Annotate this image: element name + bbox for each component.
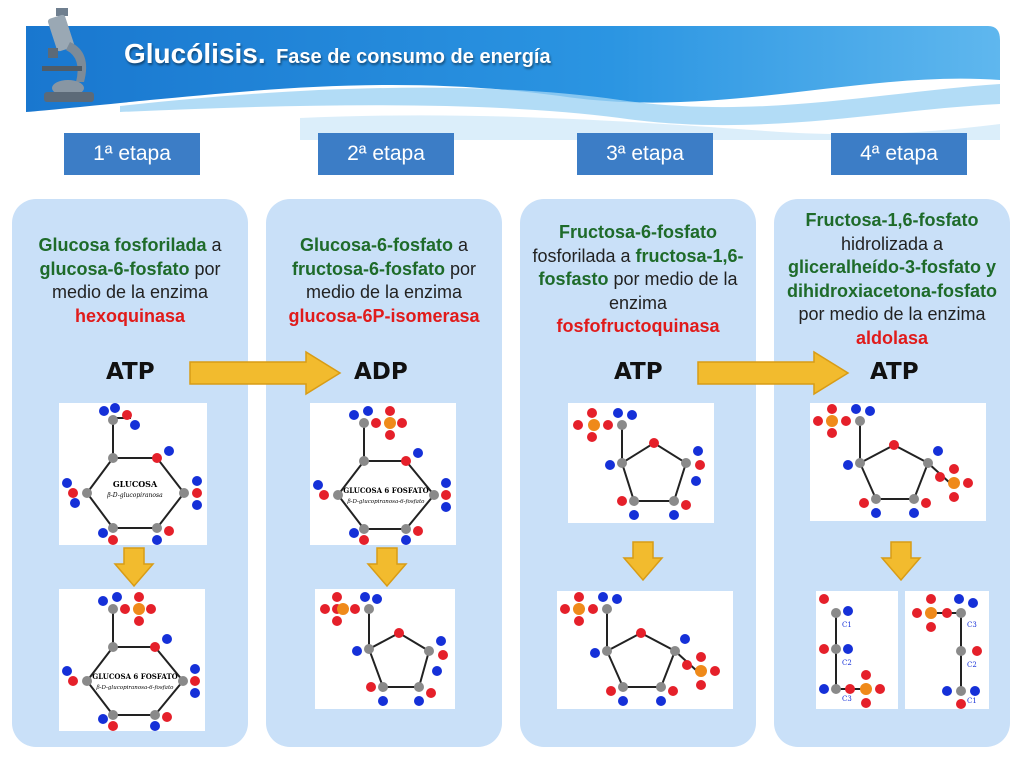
stage-label-1: 1ª etapa	[64, 133, 200, 175]
compound-name: fructosa-6-fosfato	[291, 258, 445, 279]
header-banner	[26, 26, 1000, 140]
compound-name: Glucosa fosforilada	[38, 235, 207, 255]
molecule-name: GLUCOSA 6 FOSFATO	[343, 486, 429, 495]
molecule-atoms	[62, 403, 202, 545]
molecule-gliceraldehido-3-fosfato: C1 C2 C3	[816, 591, 898, 709]
stage-label-2: 2ª etapa	[318, 133, 454, 175]
description-text: por medio de la enzima	[608, 269, 738, 313]
arrow-down-1	[113, 547, 155, 588]
title-main: Glucólisis.	[124, 38, 266, 69]
carbon-label: C1	[967, 697, 977, 705]
stage-label-3: 3ª etapa	[577, 133, 713, 175]
description-text: por medio de la enzima	[51, 258, 221, 303]
molecule-glucose: GLUCOSA β-D-glucopiranosa	[59, 403, 207, 545]
compound-name: Fructosa-6-fosfato	[558, 222, 717, 242]
arrow-down-2	[366, 547, 408, 588]
carbon-label: C2	[842, 659, 852, 667]
description-text: fosforilada a	[532, 245, 636, 266]
molecule-subname: β-D-glucopiranosa	[106, 492, 163, 499]
energy-label: ATP	[106, 359, 155, 385]
description-text: a	[453, 235, 469, 255]
description-text: a	[206, 235, 222, 255]
compound-name: fructosa-1,6-fosfasto	[538, 245, 744, 290]
energy-label: ADP	[354, 359, 408, 385]
molecule-fructose-6-phosphate	[568, 403, 714, 523]
panel-description: Glucosa fosforilada a glucosa-6-fosfato …	[22, 234, 238, 328]
carbon-label: C2	[967, 661, 977, 669]
compound-name: Fructosa-1,6-fosfato	[805, 210, 979, 230]
enzyme-name: aldolasa	[855, 327, 929, 348]
title-subtitle: Fase de consumo de energía	[276, 46, 551, 68]
molecule-glucose-6-phosphate: GLUCOSA 6 FOSFATO β-D-glucopiranosa-6-fo…	[310, 403, 456, 545]
arrow-down-4	[880, 541, 922, 582]
carbon-label: C3	[842, 695, 852, 703]
molecule-subname: β-D-glucopiranosa-6-fosfato	[347, 499, 426, 505]
carbon-label: C1	[842, 621, 852, 629]
enzyme-name: glucosa-6P-isomerasa	[288, 305, 480, 326]
description-text: por medio de la enzima	[798, 304, 986, 324]
molecule-dihidroxiacetona-fosfato: C3 C2 C1	[905, 591, 989, 709]
description-text: hidrolizada a	[840, 233, 944, 254]
microscope-icon	[42, 8, 94, 102]
enzyme-name: hexoquinasa	[74, 305, 186, 326]
panel-description: Fructosa-6-fosfato fosforilada a fructos…	[530, 221, 746, 339]
molecule-subname: β-D-glucopiranosa-6-fosfato	[96, 685, 175, 691]
molecule-glucose-6-phosphate: GLUCOSA 6 FOSFATO β-D-glucopiranosa-6-fo…	[59, 589, 205, 731]
energy-label: ATP	[614, 359, 663, 385]
energy-label: ATP	[870, 359, 919, 385]
panel-description: Fructosa-1,6-fosfato hidrolizada a glice…	[784, 209, 1000, 350]
compound-name: gliceralheído-3-fosfato y dihidroxiaceto…	[786, 257, 997, 301]
molecule-fructose-1-6-bisphosphate	[810, 403, 986, 521]
arrow-right-1	[189, 350, 342, 396]
molecule-fructose-1-6-bisphosphate	[557, 591, 733, 709]
molecule-name: GLUCOSA 6 FOSFATO	[92, 672, 178, 681]
description-text: por medio de la enzima	[305, 258, 477, 303]
page-title: Glucólisis. Fase de consumo de energía	[124, 38, 551, 70]
molecule-fructose-6-phosphate	[315, 589, 455, 709]
compound-name: glucosa-6-fosfato	[39, 258, 190, 279]
arrow-down-3	[622, 541, 664, 582]
stage-label-4: 4ª etapa	[831, 133, 967, 175]
enzyme-name: fosfofructoquinasa	[556, 316, 720, 336]
molecule-name: GLUCOSA	[113, 479, 158, 489]
compound-name: Glucosa-6-fosfato	[299, 235, 453, 255]
carbon-label: C3	[967, 621, 977, 629]
panel-description: Glucosa-6-fosfato a fructosa-6-fosfato p…	[276, 234, 492, 328]
arrow-right-2	[697, 350, 850, 396]
